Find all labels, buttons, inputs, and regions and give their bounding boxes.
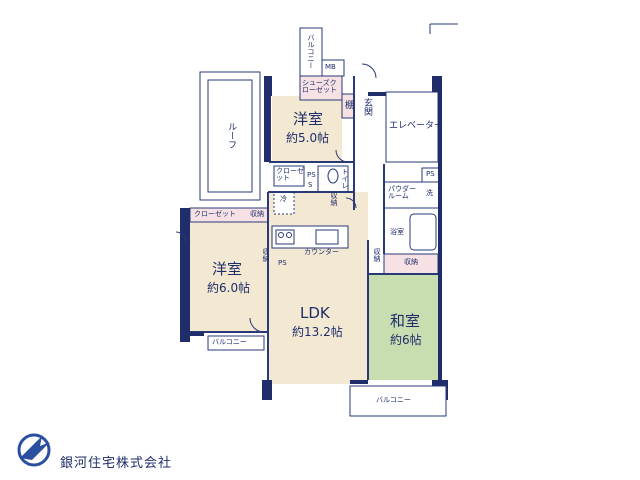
label-storage-hall: 収納 — [373, 248, 381, 262]
toilet-bowl — [327, 168, 339, 184]
label-toilet: トイレ — [341, 168, 349, 189]
room-name-western-left: 洋室 — [212, 260, 243, 278]
room-size-western-left: 約6.0帖 — [207, 281, 251, 295]
label-roof: ルーフ — [226, 122, 236, 149]
label-shoes-closet: シューズクローゼット — [302, 79, 337, 94]
burner-2 — [286, 232, 292, 238]
shoes-closet — [299, 75, 343, 101]
label-fridge: 冷 — [280, 195, 287, 203]
roof-inner — [207, 79, 253, 193]
room-name-ldk: LDK — [300, 304, 330, 322]
western-room-left — [190, 222, 268, 332]
label-counter: カウンター — [304, 248, 339, 256]
sink — [315, 229, 339, 245]
closet-small — [273, 165, 305, 187]
elevator-area — [385, 91, 439, 163]
label-powder-room: パウダールーム — [388, 185, 416, 200]
doors — [175, 23, 458, 333]
room-size-washitsu: 約6帖 — [390, 333, 422, 347]
label-closet-small: クローゼット — [276, 167, 304, 182]
western-room-top — [272, 96, 342, 162]
company-logo-icon — [17, 433, 51, 467]
label-storage-tatami: 収納 — [404, 258, 418, 266]
label-balcony-bottom: バルコニー — [376, 396, 411, 404]
tatami-room — [368, 274, 438, 380]
balcony-left-area — [207, 335, 265, 351]
company-name: 銀河住宅株式会社 — [60, 456, 173, 471]
label-s: S — [308, 181, 313, 189]
label-storage-closet-left: 収納 — [250, 210, 264, 218]
label-balcony-left: バルコニー — [212, 338, 247, 346]
label-storage-kitchen: 収納 — [330, 192, 338, 206]
label-balcony-top: バルコニー — [307, 34, 315, 69]
label-closet-left: クローゼット — [194, 210, 236, 218]
balcony-bottom-area — [349, 385, 447, 417]
burner-1 — [278, 232, 284, 238]
room-size-ldk: 約13.2帖 — [292, 325, 343, 339]
powder-room — [383, 181, 441, 209]
stove — [275, 229, 295, 245]
room-name-western-top: 洋室 — [293, 110, 324, 128]
label-mb: MB — [325, 63, 336, 71]
label-genkan: 玄関 — [362, 98, 372, 116]
label-elevator: エレベーター — [389, 121, 444, 131]
label-tana: 棚 — [343, 100, 353, 109]
label-ps-right: PS — [426, 170, 435, 178]
bathtub — [409, 213, 437, 251]
ldk-area — [268, 192, 368, 384]
label-ps-kitchen: PS — [278, 259, 287, 267]
label-ps: PS — [307, 171, 316, 179]
label-bathroom: 浴室 — [390, 228, 404, 236]
room-size-western-top: 約5.0帖 — [286, 131, 330, 145]
room-name-washitsu: 和室 — [390, 312, 421, 330]
label-wash: 洗 — [426, 189, 433, 197]
label-storage-left: 収納 — [262, 248, 270, 262]
